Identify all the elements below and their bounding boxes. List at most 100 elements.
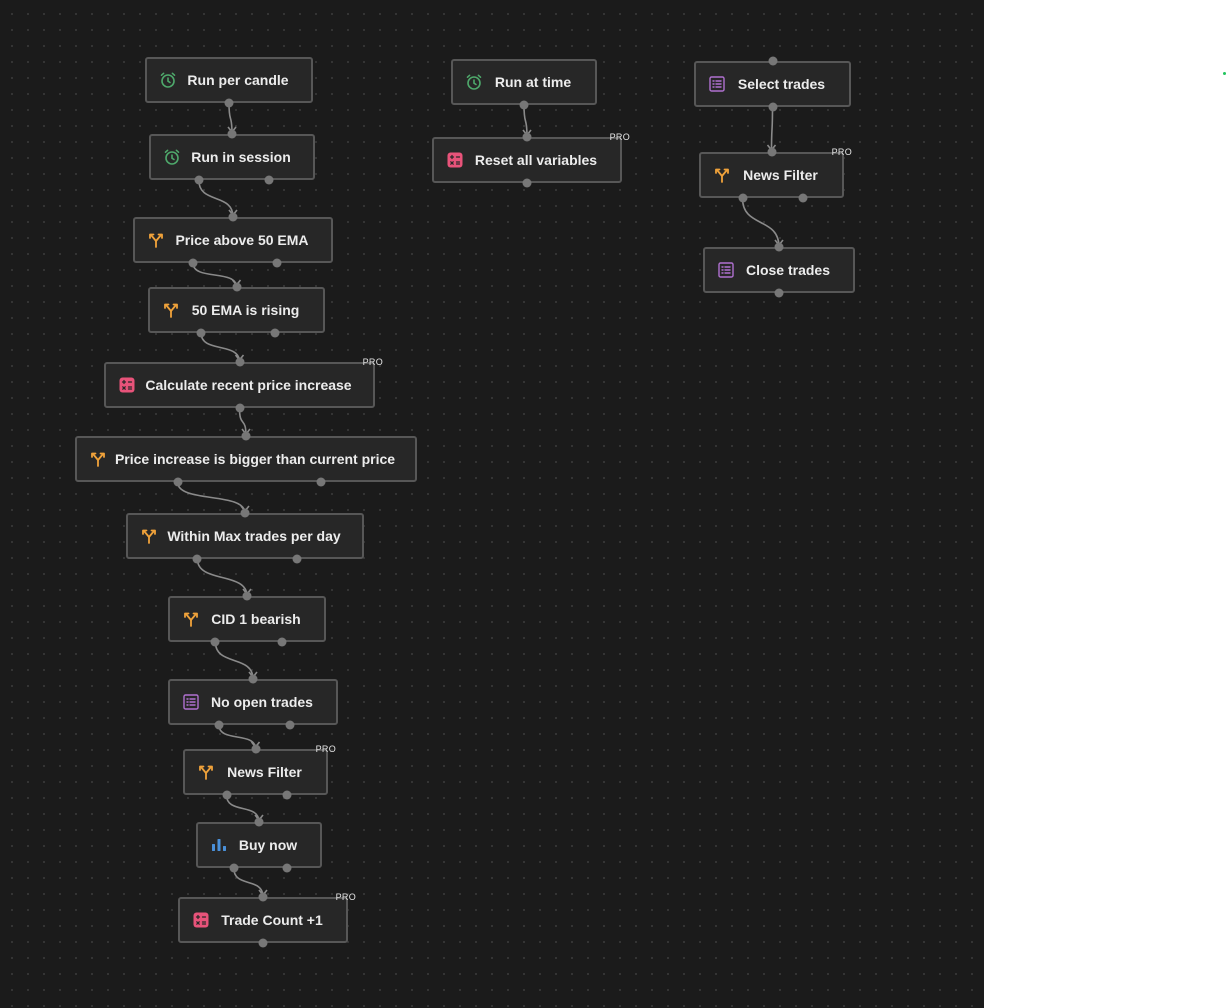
node-label: Calculate recent price increase — [145, 377, 352, 393]
node-trade-count-plus-1[interactable]: Trade Count +1 PRO — [178, 892, 356, 943]
list-icon — [182, 693, 200, 711]
calculator-icon — [118, 376, 136, 394]
output-port-false[interactable] — [316, 477, 326, 487]
connection-wire[interactable] — [214, 641, 254, 680]
connection-wire[interactable] — [741, 197, 780, 248]
input-port[interactable] — [258, 892, 268, 902]
pro-badge: PRO — [609, 132, 630, 142]
output-port-true[interactable] — [229, 863, 239, 873]
output-port-true[interactable] — [738, 193, 747, 203]
node-select-trades[interactable]: Select trades — [694, 61, 851, 107]
input-port[interactable] — [767, 147, 776, 157]
pro-badge: PRO — [335, 892, 356, 902]
output-port[interactable] — [522, 178, 532, 188]
node-price-above-50-ema[interactable]: Price above 50 EMA — [133, 217, 333, 263]
alarm-clock-icon — [163, 148, 181, 166]
output-port-true[interactable] — [222, 790, 231, 800]
output-port[interactable] — [258, 938, 268, 948]
node-label: Run at time — [494, 74, 572, 90]
list-icon — [708, 75, 726, 93]
input-port[interactable] — [240, 508, 250, 518]
node-within-max-trades-per-day[interactable]: Within Max trades per day — [126, 513, 364, 559]
output-port-false[interactable] — [798, 193, 808, 203]
branch-icon — [89, 450, 107, 468]
node-cid-1-bearish[interactable]: CID 1 bearish — [168, 596, 326, 642]
node-buy-now[interactable]: Buy now — [196, 822, 322, 868]
node-label: 50 EMA is rising — [191, 302, 300, 318]
node-label: Trade Count +1 — [221, 912, 323, 928]
connection-wire[interactable] — [225, 794, 260, 823]
connection-wire[interactable] — [770, 106, 774, 153]
output-port-true[interactable] — [214, 720, 224, 730]
input-port[interactable] — [248, 674, 258, 684]
node-label: Price increase is bigger than current pr… — [114, 451, 396, 467]
node-news-filter-2[interactable]: News Filter PRO — [699, 147, 852, 198]
connection-wire[interactable] — [218, 724, 257, 750]
output-port-false[interactable] — [264, 175, 274, 185]
node-label: News Filter — [743, 167, 818, 183]
input-port[interactable] — [227, 129, 237, 139]
node-calculate-recent-price-increase[interactable]: Calculate recent price increase PRO — [104, 357, 383, 408]
output-port[interactable] — [774, 288, 784, 298]
branch-icon — [713, 166, 731, 184]
node-no-open-trades[interactable]: No open trades — [168, 679, 338, 725]
input-port[interactable] — [522, 132, 532, 142]
connection-wire[interactable] — [200, 332, 241, 363]
node-run-in-session[interactable]: Run in session — [149, 134, 315, 180]
input-port[interactable] — [774, 242, 784, 252]
connection-wire[interactable] — [233, 867, 264, 898]
output-port-true[interactable] — [188, 258, 198, 268]
output-port-true[interactable] — [210, 637, 220, 647]
node-price-increase-is-bigger[interactable]: Price increase is bigger than current pr… — [75, 436, 417, 482]
flow-canvas[interactable]: Run per candle Run in session Price abov… — [0, 0, 984, 1008]
node-50-ema-is-rising[interactable]: 50 EMA is rising — [148, 287, 325, 333]
output-port-true[interactable] — [196, 328, 206, 338]
pro-badge: PRO — [315, 744, 336, 754]
output-port-true[interactable] — [173, 477, 183, 487]
output-port[interactable] — [768, 102, 777, 112]
list-icon — [717, 261, 735, 279]
output-port-false[interactable] — [282, 790, 292, 800]
output-port-false[interactable] — [292, 554, 302, 564]
pro-badge: PRO — [831, 147, 852, 157]
node-news-filter[interactable]: News Filter PRO — [183, 744, 336, 795]
connection-wire[interactable] — [192, 262, 238, 288]
output-port[interactable] — [235, 403, 244, 413]
node-run-at-time[interactable]: Run at time — [451, 59, 597, 105]
output-port-false[interactable] — [277, 637, 287, 647]
branch-icon — [197, 763, 215, 781]
node-close-trades[interactable]: Close trades — [703, 247, 855, 293]
input-port[interactable] — [241, 431, 251, 441]
connection-wire[interactable] — [196, 558, 248, 597]
output-port-true[interactable] — [192, 554, 202, 564]
input-port[interactable] — [228, 212, 238, 222]
node-label: News Filter — [227, 764, 302, 780]
output-port[interactable] — [224, 98, 234, 108]
output-port-false[interactable] — [285, 720, 295, 730]
output-port-true[interactable] — [194, 175, 204, 185]
input-port[interactable] — [251, 744, 260, 754]
output-port-false[interactable] — [272, 258, 282, 268]
node-run-per-candle[interactable]: Run per candle — [145, 57, 313, 103]
input-port[interactable] — [232, 282, 241, 292]
connection-wire[interactable] — [198, 179, 234, 218]
connection-wire[interactable] — [176, 481, 246, 514]
input-port[interactable] — [242, 591, 252, 601]
input-port[interactable] — [235, 357, 244, 367]
branch-icon — [182, 610, 200, 628]
node-reset-all-variables[interactable]: Reset all variables PRO — [432, 132, 630, 183]
node-label: No open trades — [211, 694, 313, 710]
node-label: Run per candle — [187, 72, 289, 88]
calculator-icon — [446, 151, 464, 169]
branch-icon — [140, 527, 158, 545]
calculator-icon — [192, 911, 210, 929]
node-label: CID 1 bearish — [211, 611, 301, 627]
output-port[interactable] — [519, 100, 529, 110]
input-port[interactable] — [254, 817, 264, 827]
alarm-clock-icon — [159, 71, 177, 89]
output-port-false[interactable] — [282, 863, 292, 873]
status-dot — [1223, 72, 1226, 75]
node-label: Select trades — [737, 76, 826, 92]
output-port-false[interactable] — [270, 328, 280, 338]
input-port[interactable] — [768, 56, 777, 66]
